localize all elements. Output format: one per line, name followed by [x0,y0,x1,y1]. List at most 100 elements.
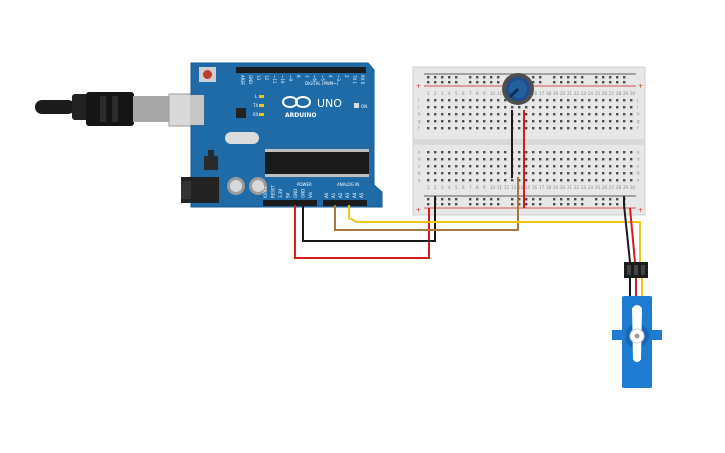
breadboard-hole[interactable] [504,172,507,175]
breadboard-hole[interactable] [483,179,486,182]
wire-servo-vcc[interactable] [629,207,636,263]
breadboard-hole[interactable] [609,127,612,130]
rail-hole[interactable] [434,81,437,84]
breadboard-hole[interactable] [567,99,570,102]
rail-hole[interactable] [476,76,479,79]
rail-hole[interactable] [469,203,472,206]
breadboard-hole[interactable] [623,158,626,161]
rail-hole[interactable] [567,198,570,201]
breadboard-hole[interactable] [630,127,633,130]
breadboard-hole[interactable] [469,99,472,102]
breadboard-hole[interactable] [567,151,570,154]
breadboard-hole[interactable] [434,120,437,123]
breadboard-hole[interactable] [483,151,486,154]
rail-hole[interactable] [609,76,612,79]
breadboard-hole[interactable] [525,151,528,154]
breadboard-hole[interactable] [532,99,535,102]
breadboard-hole[interactable] [462,179,465,182]
breadboard-hole[interactable] [595,113,598,116]
rail-hole[interactable] [567,76,570,79]
breadboard-hole[interactable] [483,127,486,130]
breadboard-hole[interactable] [546,127,549,130]
breadboard-hole[interactable] [602,165,605,168]
breadboard-hole[interactable] [616,179,619,182]
breadboard-hole[interactable] [497,127,500,130]
breadboard-hole[interactable] [434,179,437,182]
rail-hole[interactable] [455,76,458,79]
breadboard-hole[interactable] [469,120,472,123]
breadboard-hole[interactable] [623,106,626,109]
breadboard-hole[interactable] [567,179,570,182]
breadboard-hole[interactable] [581,172,584,175]
breadboard-hole[interactable] [462,165,465,168]
breadboard-hole[interactable] [581,99,584,102]
rail-hole[interactable] [574,198,577,201]
breadboard-hole[interactable] [532,165,535,168]
breadboard-hole[interactable] [560,113,563,116]
breadboard-hole[interactable] [504,120,507,123]
breadboard-hole[interactable] [539,151,542,154]
breadboard-hole[interactable] [588,158,591,161]
breadboard-hole[interactable] [448,113,451,116]
breadboard-hole[interactable] [581,179,584,182]
breadboard-hole[interactable] [448,179,451,182]
breadboard-hole[interactable] [609,151,612,154]
rail-hole[interactable] [567,203,570,206]
breadboard-hole[interactable] [539,172,542,175]
breadboard-hole[interactable] [462,172,465,175]
rail-hole[interactable] [616,203,619,206]
breadboard-hole[interactable] [581,151,584,154]
breadboard-hole[interactable] [567,158,570,161]
rail-hole[interactable] [469,198,472,201]
servo-motor[interactable] [612,262,662,388]
breadboard-hole[interactable] [616,113,619,116]
rail-hole[interactable] [553,203,556,206]
breadboard-hole[interactable] [497,179,500,182]
breadboard-hole[interactable] [504,113,507,116]
breadboard-hole[interactable] [595,106,598,109]
rail-hole[interactable] [602,198,605,201]
breadboard-hole[interactable] [455,172,458,175]
breadboard-hole[interactable] [630,165,633,168]
breadboard-hole[interactable] [546,120,549,123]
breadboard-hole[interactable] [560,106,563,109]
breadboard-hole[interactable] [539,113,542,116]
power-header[interactable] [263,200,317,206]
breadboard-hole[interactable] [441,165,444,168]
breadboard-hole[interactable] [630,106,633,109]
breadboard-hole[interactable] [581,127,584,130]
breadboard-hole[interactable] [602,179,605,182]
rail-hole[interactable] [595,76,598,79]
breadboard-hole[interactable] [490,179,493,182]
breadboard-hole[interactable] [574,113,577,116]
breadboard-hole[interactable] [546,151,549,154]
rail-hole[interactable] [539,198,542,201]
breadboard-hole[interactable] [434,151,437,154]
breadboard-hole[interactable] [623,151,626,154]
wire-signal-yellow[interactable] [348,205,641,262]
breadboard-hole[interactable] [427,179,430,182]
rail-hole[interactable] [448,203,451,206]
breadboard-hole[interactable] [448,99,451,102]
rail-hole[interactable] [581,203,584,206]
usb-cable[interactable] [35,92,204,127]
rail-hole[interactable] [455,81,458,84]
breadboard-hole[interactable] [525,165,528,168]
rail-hole[interactable] [476,198,479,201]
breadboard-hole[interactable] [441,120,444,123]
breadboard-hole[interactable] [623,127,626,130]
breadboard-hole[interactable] [427,99,430,102]
breadboard-hole[interactable] [560,151,563,154]
rail-hole[interactable] [532,76,535,79]
breadboard-hole[interactable] [595,172,598,175]
rail-hole[interactable] [602,81,605,84]
breadboard-hole[interactable] [448,151,451,154]
breadboard-hole[interactable] [616,120,619,123]
breadboard-hole[interactable] [567,120,570,123]
breadboard-hole[interactable] [497,106,500,109]
breadboard-hole[interactable] [616,151,619,154]
breadboard-hole[interactable] [595,165,598,168]
breadboard-hole[interactable] [518,179,521,182]
rail-hole[interactable] [539,203,542,206]
breadboard-hole[interactable] [553,99,556,102]
